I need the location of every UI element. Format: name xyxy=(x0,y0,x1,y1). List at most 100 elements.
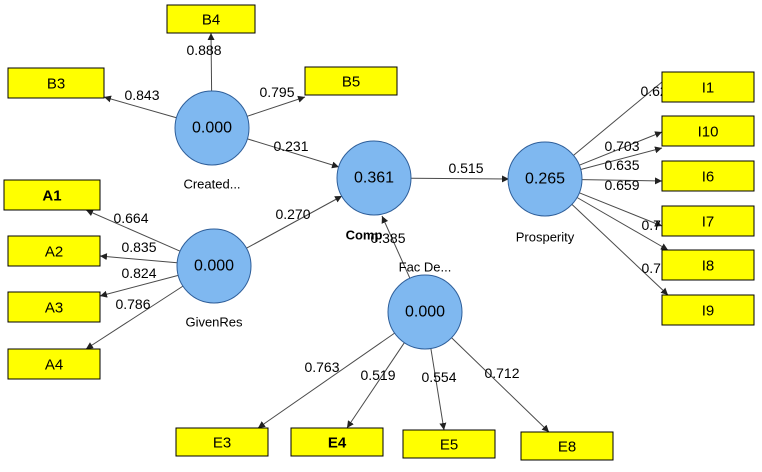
edge-givenres-A3 xyxy=(99,274,179,298)
indicator-label: A2 xyxy=(45,244,63,261)
edge-weight-label: 0.519 xyxy=(360,367,395,383)
indicator-box xyxy=(661,160,755,192)
latent-name: Prosperity xyxy=(516,230,575,245)
indicator-e4[interactable]: E4 xyxy=(290,427,384,457)
indicator-box xyxy=(7,291,101,323)
indicator-label: B4 xyxy=(202,12,220,29)
indicator-a3[interactable]: A3 xyxy=(7,291,101,323)
latent-circle xyxy=(174,90,250,166)
edge-weight-label: 0.843 xyxy=(124,87,159,103)
edge-weight-label: 0.703 xyxy=(604,138,639,154)
indicator-label: I7 xyxy=(702,214,715,231)
indicator-box xyxy=(661,249,755,281)
indicator-i10[interactable]: I10 xyxy=(661,115,755,147)
edge-givenres-A1 xyxy=(85,209,181,252)
indicator-box xyxy=(7,67,105,99)
edge-weight-label: 0.515 xyxy=(448,160,483,176)
indicator-label: A3 xyxy=(45,300,63,317)
edge-weight-label: 0.659 xyxy=(604,177,639,193)
indicator-b4[interactable]: B4 xyxy=(166,4,256,34)
indicator-label: I6 xyxy=(702,169,715,186)
indicator-label: I8 xyxy=(702,258,715,275)
edge-comp-prosperity xyxy=(410,175,510,183)
indicator-label: A4 xyxy=(45,357,63,374)
edge-weight-label: 0.635 xyxy=(604,157,639,173)
edge-created-comp xyxy=(247,138,340,169)
indicator-label: E3 xyxy=(213,435,231,452)
edge-facde-E5 xyxy=(430,348,447,431)
latent-circle xyxy=(176,228,252,304)
indicator-e3[interactable]: E3 xyxy=(175,427,269,457)
indicator-label: E4 xyxy=(328,435,347,452)
indicator-a4[interactable]: A4 xyxy=(7,348,101,380)
latent-r2-value: 0.000 xyxy=(192,120,232,137)
latent-circle xyxy=(507,141,583,217)
indicator-label: A1 xyxy=(42,188,61,205)
latent-r2-value: 0.000 xyxy=(194,258,234,275)
indicator-e8[interactable]: E8 xyxy=(520,431,614,461)
indicator-label: B5 xyxy=(342,74,360,91)
latent-name: Comp xyxy=(346,228,383,243)
edge-prosperity-I1 xyxy=(573,71,675,156)
edge-givenres-A4 xyxy=(85,285,184,350)
indicator-i6[interactable]: I6 xyxy=(661,160,755,192)
indicator-box xyxy=(520,431,614,461)
indicator-box xyxy=(7,348,101,380)
edge-prosperity-I6b xyxy=(581,177,663,185)
edge-prosperity-I9 xyxy=(571,204,669,296)
latent-r2-value: 0.000 xyxy=(405,304,445,321)
edge-weight-label: 0.554 xyxy=(421,369,456,385)
edge-weight-label: 0.664 xyxy=(113,210,148,226)
edge-weight-label: 0.888 xyxy=(186,42,221,58)
indicator-b3[interactable]: B3 xyxy=(7,67,105,99)
indicator-i7[interactable]: I7 xyxy=(661,205,755,237)
latent-r2-value: 0.361 xyxy=(354,170,394,187)
edge-weight-label: 0.712 xyxy=(484,365,519,381)
indicator-e5[interactable]: E5 xyxy=(402,429,496,459)
indicator-box xyxy=(304,66,398,96)
indicator-label: B3 xyxy=(47,76,65,93)
indicator-label: I10 xyxy=(698,124,719,141)
latent-name: Fac De... xyxy=(399,260,452,275)
edge-prosperity-I8 xyxy=(576,197,669,251)
indicator-i8[interactable]: I8 xyxy=(661,249,755,281)
indicator-box xyxy=(290,427,384,457)
indicator-label: I1 xyxy=(702,80,715,97)
latent-name: GivenRes xyxy=(185,315,243,330)
indicator-a1[interactable]: A1 xyxy=(3,179,101,211)
edges-layer xyxy=(85,32,675,433)
edge-facde-comp xyxy=(381,215,411,279)
indicator-a2[interactable]: A2 xyxy=(7,235,101,267)
edge-prosperity-I10 xyxy=(579,131,663,166)
indicator-i1[interactable]: I1 xyxy=(661,71,755,103)
indicator-label: I9 xyxy=(702,303,715,320)
edge-prosperity-I6 xyxy=(580,146,663,171)
edge-created-B4 xyxy=(207,32,215,92)
latent-facde[interactable]: 0.000 Fac De... xyxy=(387,260,463,350)
edge-prosperity-I7 xyxy=(579,192,663,227)
indicator-b5[interactable]: B5 xyxy=(304,66,398,96)
latent-name: Created... xyxy=(183,177,240,192)
indicator-box xyxy=(7,235,101,267)
indicator-i9[interactable]: I9 xyxy=(661,294,755,326)
edge-givenres-comp xyxy=(246,195,343,249)
indicator-box xyxy=(661,71,755,103)
latent-circle xyxy=(387,274,463,350)
latent-circle xyxy=(336,140,412,216)
indicator-box xyxy=(661,115,755,147)
indicator-box xyxy=(175,427,269,457)
edge-weight-label: 0.385 xyxy=(370,230,405,246)
edge-facde-E3 xyxy=(257,332,395,429)
latent-created[interactable]: 0.000Created... xyxy=(174,90,250,192)
edge-weight-label: 0.270 xyxy=(275,206,310,222)
indicator-box xyxy=(661,294,755,326)
indicator-box xyxy=(661,205,755,237)
edge-givenres-A2 xyxy=(99,253,178,264)
edge-created-B5 xyxy=(246,95,306,117)
